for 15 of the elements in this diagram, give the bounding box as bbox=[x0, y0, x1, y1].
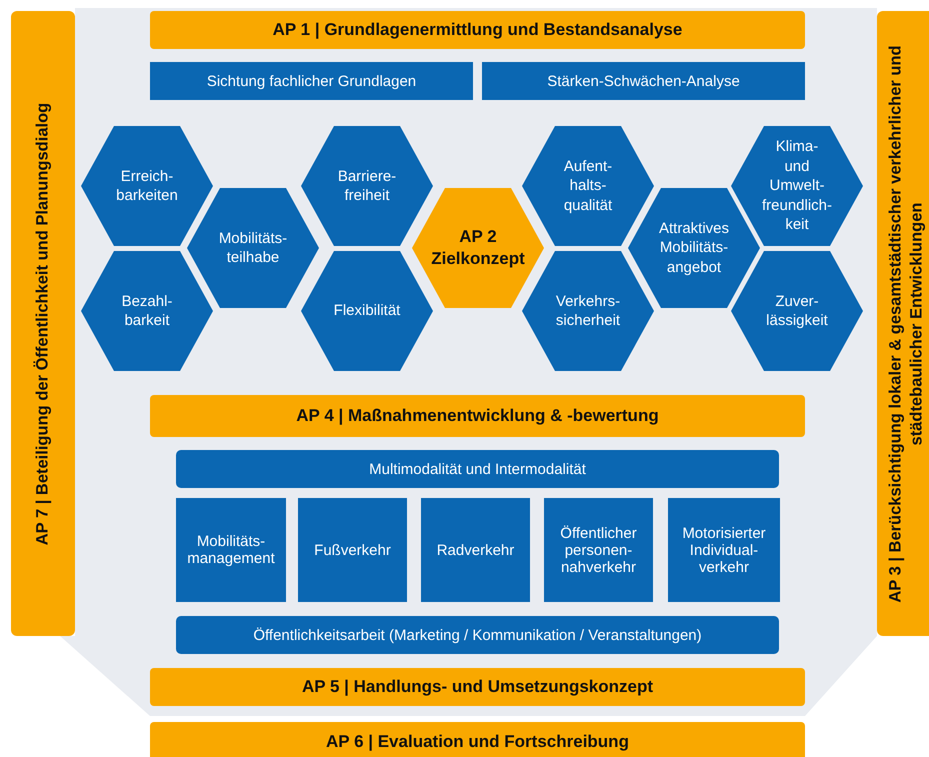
work-package-bar: AP 6 | Evaluation und Fortschreibung bbox=[150, 722, 805, 757]
work-package-bar: AP 4 | Maßnahmenentwicklung & -bewertung bbox=[150, 395, 805, 437]
work-package-bar: AP 3 | Berücksichtigung lokaler & gesamtstädtischer verkehrlicher und städtebaulicher Entwicklungen bbox=[877, 11, 929, 636]
mode-box: Motorisierter Individual- verkehr bbox=[668, 498, 780, 602]
topic-bar: Öffentlichkeitsarbeit (Marketing / Kommunikation / Veranstaltungen) bbox=[176, 616, 779, 654]
topic-box: Sichtung fachlicher Grundlagen bbox=[150, 62, 473, 100]
mode-box: Öffentlicher personen- nahverkehr bbox=[544, 498, 653, 602]
mode-box: Radverkehr bbox=[421, 498, 530, 602]
work-package-bar: AP 7 | Beteiligung der Öffentlichkeit und Planungsdialog bbox=[11, 11, 75, 636]
mode-box: Fußverkehr bbox=[298, 498, 407, 602]
topic-box: Stärken-Schwächen-Analyse bbox=[482, 62, 805, 100]
mode-box: Mobilitäts- management bbox=[176, 498, 286, 602]
work-package-bar: AP 1 | Grundlagenermittlung und Bestandsanalyse bbox=[150, 11, 805, 49]
topic-bar: Multimodalität und Intermodalität bbox=[176, 450, 779, 488]
work-package-bar: AP 5 | Handlungs- und Umsetzungskonzept bbox=[150, 668, 805, 706]
